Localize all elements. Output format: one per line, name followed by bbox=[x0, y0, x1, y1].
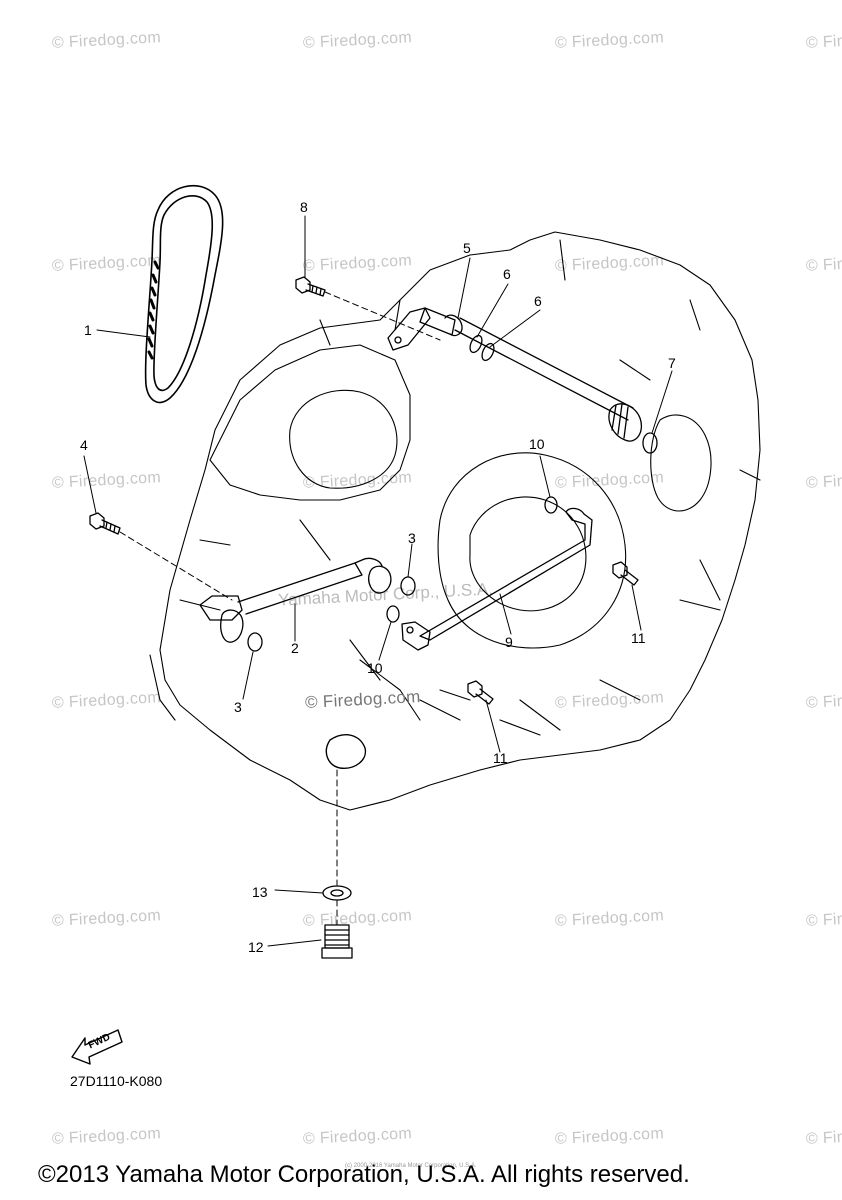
callout-8: 8 bbox=[300, 199, 308, 215]
fwd-arrow-icon bbox=[71, 1029, 123, 1065]
callout-9: 9 bbox=[505, 634, 513, 650]
callout-1: 1 bbox=[84, 322, 92, 338]
oil-pipe-9 bbox=[401, 507, 593, 651]
o-ring-3b bbox=[247, 632, 263, 652]
callout-11: 11 bbox=[631, 630, 646, 646]
callout-11: 11 bbox=[493, 750, 508, 766]
cam-chain bbox=[144, 184, 224, 404]
drain-plug-12 bbox=[321, 924, 353, 959]
o-ring-7 bbox=[642, 432, 658, 454]
bolt-11a bbox=[612, 561, 639, 586]
callout-5: 5 bbox=[463, 240, 471, 256]
fine-print: (c) 2000-2016 Yamaha Motor Corporation, … bbox=[345, 1163, 477, 1169]
assembly-lines bbox=[119, 291, 441, 926]
oil-pipe-2 bbox=[199, 557, 392, 643]
bolt-11b bbox=[467, 680, 494, 705]
bolt-4 bbox=[89, 512, 121, 535]
callout-10: 10 bbox=[529, 436, 545, 452]
o-ring-10b bbox=[386, 605, 400, 623]
o-ring-6 bbox=[469, 334, 495, 362]
callout-10: 10 bbox=[367, 660, 383, 676]
callout-4: 4 bbox=[80, 437, 88, 453]
bolt-8 bbox=[295, 276, 326, 297]
callout-13: 13 bbox=[252, 884, 268, 900]
o-ring-10a bbox=[544, 496, 558, 514]
gasket-13 bbox=[322, 885, 352, 901]
callout-7: 7 bbox=[668, 355, 676, 371]
shaft-assembly-5 bbox=[387, 307, 642, 442]
diagram-reference: 27D1110-K080 bbox=[70, 1073, 163, 1089]
callout-12: 12 bbox=[248, 939, 264, 955]
crankcase-outline bbox=[149, 231, 761, 811]
o-ring-3a bbox=[400, 576, 416, 596]
callout-2: 2 bbox=[291, 640, 299, 656]
callout-3: 3 bbox=[408, 530, 416, 546]
leader-lines bbox=[83, 215, 673, 947]
copyright-notice: ©2013 Yamaha Motor Corporation, U.S.A. A… bbox=[38, 1161, 690, 1188]
callout-6: 6 bbox=[534, 293, 542, 309]
callout-3: 3 bbox=[234, 699, 242, 715]
callout-6: 6 bbox=[503, 266, 511, 282]
